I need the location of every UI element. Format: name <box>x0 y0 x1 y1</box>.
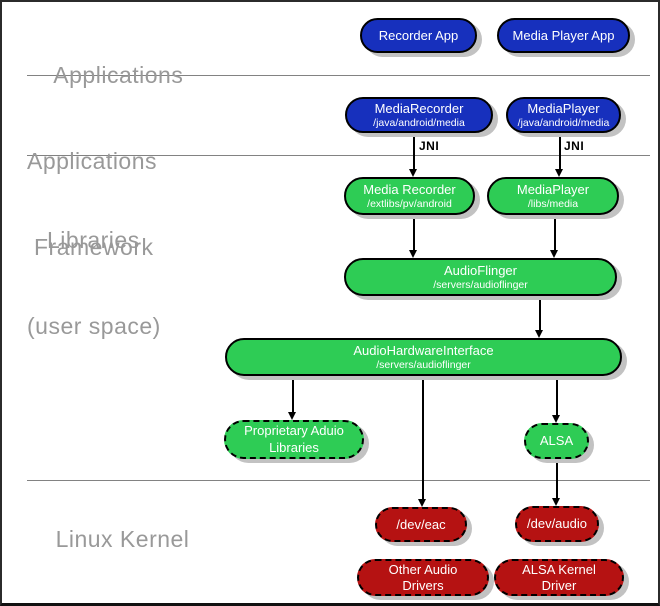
connector-line <box>539 296 541 331</box>
layer-label-libraries: Libraries (user space) <box>27 168 161 398</box>
node-mediaplayer-lib: MediaPlayer /libs/media <box>487 177 619 215</box>
node-mediaplayer-lib-label: MediaPlayer <box>516 182 590 198</box>
jni-label-right: JNI <box>564 139 585 153</box>
node-mediarecorder-framework-path: /java/android/media <box>373 116 465 129</box>
node-recorder-app-label: Recorder App <box>378 27 459 43</box>
node-proprietary-audio-libraries: Proprietary Aduio Libraries <box>224 420 364 459</box>
node-dev-audio: /dev/audio <box>515 506 599 542</box>
node-dev-audio-label: /dev/audio <box>527 516 587 532</box>
layer-label-libraries-line2: (user space) <box>27 312 161 339</box>
node-mediaplayer-framework: MediaPlayer /java/android/media <box>506 97 621 133</box>
connector-line <box>559 133 561 170</box>
node-media-recorder-lib-path: /extlibs/pv/android <box>367 197 452 210</box>
node-media-player-app-label: Media Player App <box>512 27 615 43</box>
node-mediaplayer-framework-label: MediaPlayer <box>527 101 600 117</box>
node-audioflinger-path: /servers/audioflinger <box>433 278 528 291</box>
node-media-recorder-lib: Media Recorder /extlibs/pv/android <box>344 177 475 215</box>
layer-label-framework-line1: Applications <box>27 147 158 174</box>
node-audioflinger: AudioFlinger /servers/audioflinger <box>344 258 617 296</box>
connector-line <box>554 215 556 251</box>
arrow-down-icon <box>552 415 560 423</box>
layer-label-applications-text: Applications <box>53 61 184 88</box>
node-other-audio-drivers: Other Audio Drivers <box>357 559 489 596</box>
arrow-down-icon <box>409 250 417 258</box>
node-mediaplayer-framework-path: /java/android/media <box>517 116 610 129</box>
node-alsa-kernel-driver-label: ALSA Kernel Driver <box>522 561 596 593</box>
node-alsa-label: ALSA <box>539 433 574 449</box>
layer-label-framework: Applications Framework <box>27 89 157 319</box>
connector-line <box>413 133 415 170</box>
node-proprietary-audio-libraries-label: Proprietary Aduio Libraries <box>244 423 344 455</box>
connector-line <box>292 376 294 413</box>
arrow-down-icon <box>288 412 296 420</box>
node-media-recorder-lib-label: Media Recorder <box>363 182 456 198</box>
arrow-down-icon <box>418 499 426 507</box>
arrow-down-icon <box>535 330 543 338</box>
node-audiohardwareinterface-label: AudioHardwareInterface <box>353 343 494 359</box>
node-dev-eac-label: /dev/eac <box>396 516 446 532</box>
divider-framework-libraries <box>27 155 650 156</box>
node-recorder-app: Recorder App <box>360 18 477 53</box>
node-mediarecorder-framework-label: MediaRecorder <box>374 101 464 117</box>
layer-label-applications: Applications <box>27 32 183 118</box>
layer-label-kernel: Linux Kernel <box>28 496 189 582</box>
divider-applications-framework <box>27 75 650 76</box>
jni-label-left: JNI <box>419 139 440 153</box>
node-mediarecorder-framework: MediaRecorder /java/android/media <box>345 97 493 133</box>
arrow-down-icon <box>409 169 417 177</box>
connector-line <box>556 376 558 416</box>
divider-libraries-kernel <box>27 480 650 481</box>
node-alsa-kernel-driver: ALSA Kernel Driver <box>494 559 624 596</box>
arrow-down-icon <box>550 250 558 258</box>
connector-line <box>413 215 415 251</box>
layer-label-framework-line2: Framework <box>34 233 154 260</box>
arrow-down-icon <box>555 169 563 177</box>
arrow-down-icon <box>552 498 560 506</box>
node-audiohardwareinterface: AudioHardwareInterface /servers/audiofli… <box>225 338 622 376</box>
node-audiohardwareinterface-path: /servers/audioflinger <box>376 358 471 371</box>
connector-line <box>556 459 558 499</box>
node-audioflinger-label: AudioFlinger <box>444 263 517 279</box>
connector-line <box>422 376 424 500</box>
node-mediaplayer-lib-path: /libs/media <box>527 197 579 210</box>
layer-label-libraries-line1: Libraries <box>47 226 140 253</box>
layer-label-kernel-text: Linux Kernel <box>55 525 190 552</box>
node-other-audio-drivers-label: Other Audio Drivers <box>388 561 458 593</box>
node-media-player-app: Media Player App <box>497 18 630 53</box>
node-dev-eac: /dev/eac <box>375 507 467 542</box>
node-alsa: ALSA <box>524 423 589 459</box>
